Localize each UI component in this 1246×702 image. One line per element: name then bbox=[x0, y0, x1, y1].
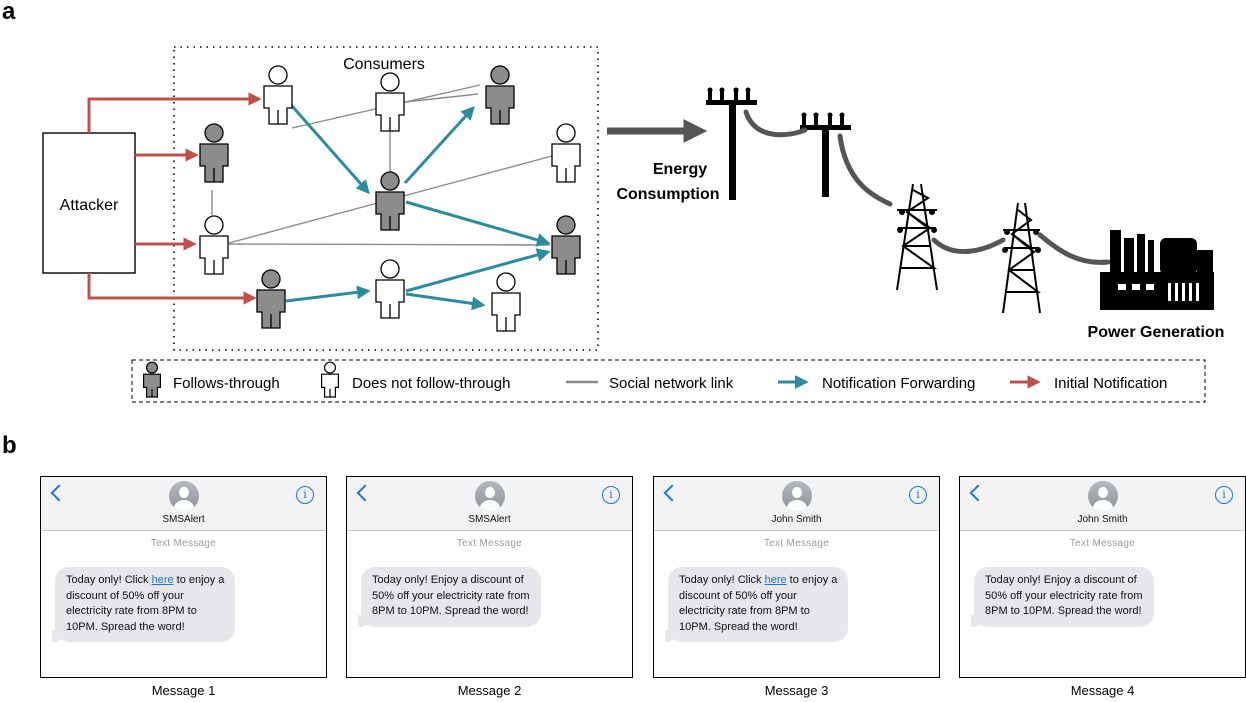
legend-forwarding-label: Notification Forwarding bbox=[822, 375, 975, 392]
text-message-label: Text Message bbox=[763, 538, 830, 549]
forward-arrow bbox=[405, 292, 486, 311]
power-plant-icon bbox=[1100, 230, 1214, 310]
message-header: SMSAlert i bbox=[347, 477, 632, 531]
social-link bbox=[228, 243, 551, 246]
attacker-label: Attacker bbox=[60, 197, 119, 214]
text-message-label: Text Message bbox=[150, 538, 217, 549]
back-chevron-icon[interactable] bbox=[356, 484, 374, 502]
consumer-following bbox=[256, 269, 286, 329]
back-chevron-icon[interactable] bbox=[969, 484, 987, 502]
text-message-label: Text Message bbox=[456, 538, 523, 549]
consumer-following bbox=[199, 123, 229, 183]
power-generation-label: Power Generation bbox=[1088, 324, 1225, 341]
initial-notification-arrows bbox=[87, 92, 262, 305]
social-link bbox=[404, 93, 479, 103]
utility-pole-icon bbox=[706, 87, 757, 200]
legend-not-follows-label: Does not follow-through bbox=[352, 375, 510, 392]
message-text-start: Today only! Click bbox=[679, 574, 765, 586]
info-icon[interactable]: i bbox=[296, 486, 314, 504]
message-caption: Message 2 bbox=[457, 683, 522, 698]
energy-label-line1: Energy bbox=[653, 161, 707, 178]
forward-arrow bbox=[403, 105, 475, 185]
contact-avatar bbox=[1087, 481, 1118, 511]
message-bubble: Today only! Click here to enjoy a discou… bbox=[52, 567, 235, 642]
message-bubble: Today only! Click here to enjoy a discou… bbox=[665, 567, 848, 642]
panel-letter-b: b bbox=[2, 432, 17, 459]
consumer-not-following bbox=[491, 272, 521, 332]
back-chevron-icon[interactable] bbox=[663, 484, 681, 502]
message-text-start: Today only! Click bbox=[66, 574, 152, 586]
panel-a-diagram: Consumers Attacker bbox=[42, 46, 1225, 403]
sender-name: John Smith bbox=[771, 514, 822, 525]
info-icon[interactable]: i bbox=[909, 486, 927, 504]
consumer-not-following bbox=[551, 123, 581, 183]
message-text-end: to enjoy a discount of 50% off your elec… bbox=[679, 574, 838, 633]
phone-screen-2: SMSAlert i Text Message Today only! Enjo… bbox=[346, 476, 633, 678]
attacker-box bbox=[42, 132, 136, 274]
power-lines bbox=[743, 109, 1111, 265]
contact-avatar bbox=[781, 481, 812, 511]
message-caption: Message 3 bbox=[764, 683, 829, 698]
message-header: John Smith i bbox=[654, 477, 939, 531]
message-link[interactable]: here bbox=[151, 574, 174, 586]
legend-initial-label: Initial Notification bbox=[1054, 375, 1167, 392]
legend-follows-icon bbox=[143, 361, 161, 398]
consumer-nodes bbox=[199, 65, 581, 332]
message-link[interactable]: here bbox=[764, 574, 787, 586]
energy-label-line2: Consumption bbox=[616, 186, 719, 203]
message-bubble: Today only! Enjoy a discount of 50% off … bbox=[358, 567, 541, 627]
consumer-not-following bbox=[375, 259, 405, 319]
info-icon[interactable]: i bbox=[602, 486, 620, 504]
message-caption: Message 4 bbox=[1070, 683, 1135, 698]
utility-pole-icon bbox=[800, 112, 851, 197]
message-bubble: Today only! Enjoy a discount of 50% off … bbox=[971, 567, 1154, 627]
message-text-end: to enjoy a discount of 50% off your elec… bbox=[66, 574, 225, 633]
message-text-start: Today only! Enjoy a discount of 50% off … bbox=[985, 574, 1143, 617]
phone-screen-4: John Smith i Text Message Today only! En… bbox=[959, 476, 1246, 678]
consumer-not-following bbox=[375, 72, 405, 132]
consumer-not-following bbox=[263, 65, 293, 125]
panel-letter-a: a bbox=[2, 0, 16, 25]
forward-arrow bbox=[405, 200, 551, 247]
transmission-tower-icon bbox=[1002, 202, 1041, 314]
consumer-not-following bbox=[199, 215, 229, 275]
contact-avatar bbox=[474, 481, 505, 511]
transmission-tower-icon bbox=[896, 183, 938, 291]
phone-screen-1: SMSAlert i Text Message Today only! Clic… bbox=[40, 476, 327, 678]
consumer-following bbox=[485, 65, 515, 125]
sender-name: SMSAlert bbox=[162, 514, 205, 525]
legend-not-follows-icon bbox=[321, 361, 339, 398]
legend-follows-label: Follows-through bbox=[173, 375, 280, 392]
phone-screen-3: John Smith i Text Message Today only! Cl… bbox=[653, 476, 940, 678]
back-chevron-icon[interactable] bbox=[50, 484, 68, 502]
sender-name: John Smith bbox=[1077, 514, 1128, 525]
info-icon[interactable]: i bbox=[1215, 486, 1233, 504]
message-text-start: Today only! Enjoy a discount of 50% off … bbox=[372, 574, 530, 617]
initial-arrow bbox=[87, 273, 257, 305]
legend: Follows-through Does not follow-through … bbox=[143, 361, 1167, 398]
sender-name: SMSAlert bbox=[468, 514, 511, 525]
forward-arrow bbox=[290, 105, 370, 195]
message-caption: Message 1 bbox=[151, 683, 216, 698]
initial-arrow bbox=[87, 92, 262, 133]
message-header: John Smith i bbox=[960, 477, 1245, 531]
forward-arrow bbox=[285, 285, 371, 303]
forward-arrow bbox=[405, 248, 551, 293]
consumer-following bbox=[551, 215, 581, 275]
contact-avatar bbox=[168, 481, 199, 511]
forwarding-arrows bbox=[285, 105, 551, 311]
legend-social-link-label: Social network link bbox=[609, 375, 734, 392]
consumer-following bbox=[375, 171, 405, 231]
consumers-label: Consumers bbox=[343, 56, 425, 73]
text-message-label: Text Message bbox=[1069, 538, 1136, 549]
legend-box bbox=[131, 359, 1206, 403]
message-header: SMSAlert i bbox=[41, 477, 326, 531]
